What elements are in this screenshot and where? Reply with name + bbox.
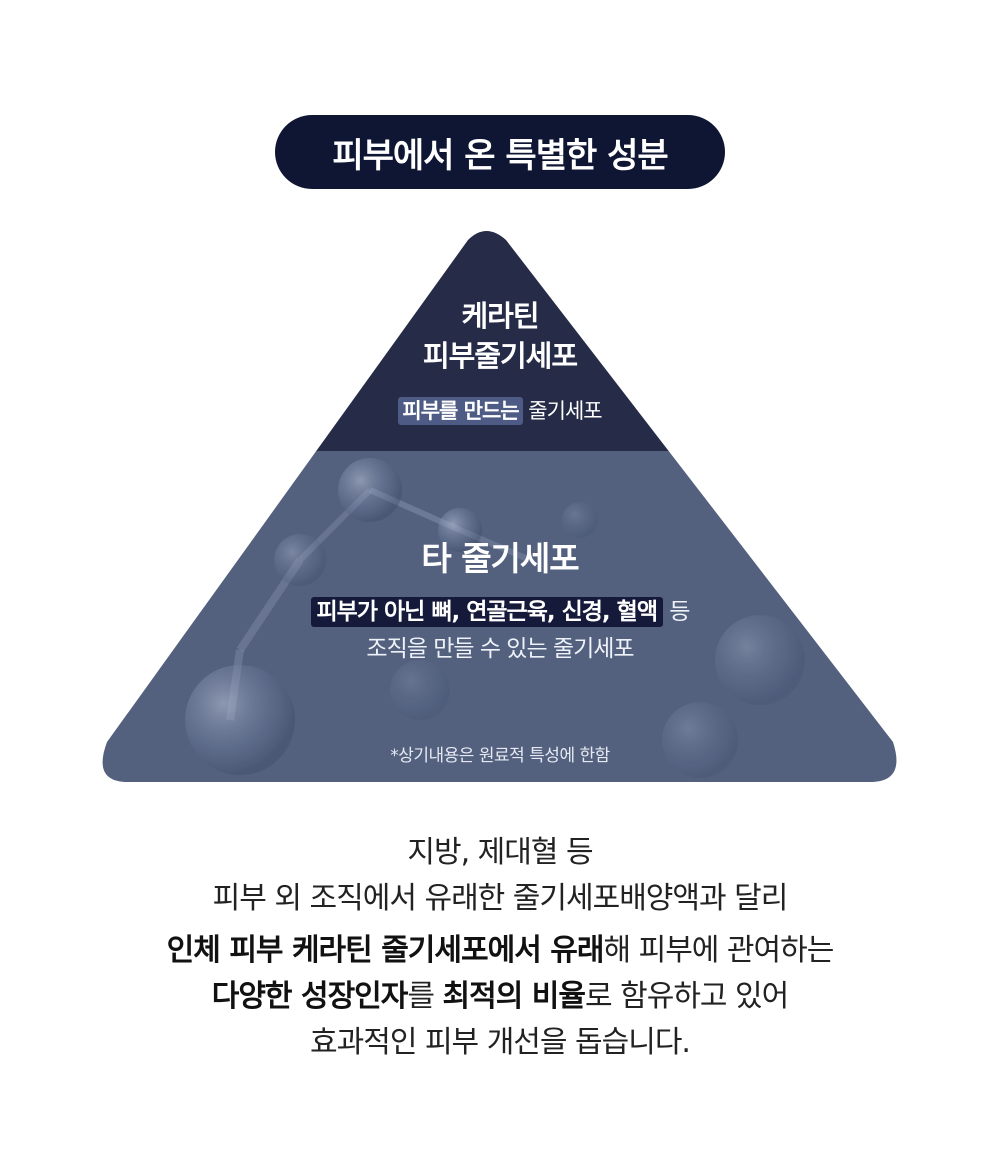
description-line2: 피부 외 조직에서 유래한 줄기세포배양액과 달리 (212, 881, 789, 916)
top-tier-subtitle: 피부를 만드는 줄기세포 (0, 395, 1000, 425)
bottom-tier-subtitle: 피부가 아닌 뼈, 연골근육, 신경, 혈액 등 조직을 만들 수 있는 줄기세… (0, 594, 1000, 668)
bottom-tier-highlight: 피부가 아닌 뼈, 연골근육, 신경, 혈액 (310, 597, 663, 627)
molecule-decoration (185, 458, 805, 778)
description-intro: 지방, 제대혈 등 피부 외 조직에서 유래한 줄기세포배양액과 달리 (0, 830, 1000, 922)
description-line4-bold2: 최적의 비율 (442, 979, 586, 1014)
top-tier-title: 케라틴 피부줄기세포 (0, 296, 1000, 376)
description-line1: 지방, 제대혈 등 (407, 835, 593, 870)
bottom-tier-subtitle-rest: 등 (663, 599, 690, 625)
pyramid-graphic (102, 231, 897, 782)
description-line3-rest: 해 피부에 관여하는 (603, 933, 834, 968)
description-line4: 다양한 성장인자를 최적의 비율로 함유하고 있어 (0, 974, 1000, 1020)
description-line5: 효과적인 피부 개선을 돕습니다. (310, 1025, 691, 1060)
bottom-tier-title: 타 줄기세포 (421, 539, 579, 578)
description-body: 인체 피부 케라틴 줄기세포에서 유래해 피부에 관여하는 다양한 성장인자를 … (0, 928, 1000, 1066)
description-line4-bold1: 다양한 성장인자 (211, 979, 409, 1014)
description-line3: 인체 피부 케라틴 줄기세포에서 유래해 피부에 관여하는 (0, 928, 1000, 974)
disclaimer-note: *상기내용은 원료적 특성에 한함 (390, 746, 610, 766)
top-tier-title-line1: 케라틴 (461, 299, 539, 333)
description-line4-rest: 로 함유하고 있어 (584, 979, 789, 1014)
description-line4-mid: 를 (407, 979, 443, 1014)
section-title: 피부에서 온 특별한 성분 (332, 135, 668, 176)
top-tier-subtitle-rest: 줄기세포 (522, 399, 602, 423)
bottom-tier-subtitle-line2: 조직을 만들 수 있는 줄기세포 (366, 636, 634, 662)
top-tier-highlight: 피부를 만드는 (398, 397, 523, 425)
description-line3-bold: 인체 피부 케라틴 줄기세포에서 유래 (166, 933, 605, 968)
section-title-badge: 피부에서 온 특별한 성분 (275, 115, 725, 189)
top-tier-title-line2: 피부줄기세포 (422, 339, 578, 373)
